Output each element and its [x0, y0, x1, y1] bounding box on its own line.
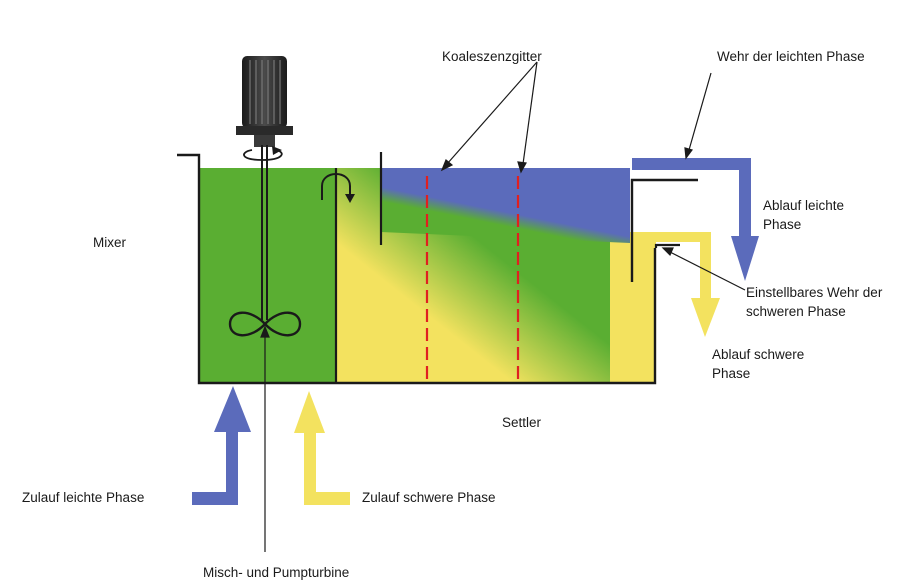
pointer-lines	[260, 61, 746, 552]
mixer-label: Mixer	[93, 235, 127, 250]
light-phase-outflow-label-line2: Phase	[763, 217, 801, 232]
turbine-impeller-icon	[228, 311, 302, 337]
heavy-phase-outflow-label-line1: Ablauf schwere	[712, 347, 804, 362]
light-phase-outflow-label-line1: Ablauf leichte	[763, 198, 844, 213]
light-phase-inflow-arrow	[192, 386, 251, 505]
heavy-phase-outflow-label-line2: Phase	[712, 366, 750, 381]
labels: Mixer Settler Koaleszenzgitter Wehr der …	[22, 49, 883, 580]
heavy-phase-outflow-arrow	[691, 232, 720, 337]
coalescence-grids	[425, 176, 520, 383]
light-phase-weir-label: Wehr der leichten Phase	[717, 49, 865, 64]
light-phase-inflow-label: Zulauf leichte Phase	[22, 490, 144, 505]
adjustable-weir-label-line2: schweren Phase	[746, 304, 846, 319]
coalescence-grid-label: Koaleszenzgitter	[442, 49, 542, 64]
heavy-phase-inflow-arrow	[294, 391, 350, 505]
turbine-label: Misch- und Pumpturbine	[203, 565, 349, 580]
liquids	[200, 168, 710, 383]
vessel-outline	[177, 152, 698, 385]
motor-icon	[236, 56, 293, 147]
circulation-arrow	[321, 173, 355, 203]
heavy-phase-channel	[656, 232, 710, 242]
mixer-wall	[177, 153, 657, 385]
heavy-phase-inflow-label: Zulauf schwere Phase	[362, 490, 496, 505]
adjustable-heavy-weir	[654, 243, 680, 248]
adjustable-weir-label-line1: Einstellbares Wehr der	[746, 285, 883, 300]
light-phase-layer	[380, 168, 630, 243]
settler-label: Settler	[502, 415, 542, 430]
turbine-shaft	[261, 145, 268, 320]
light-phase-weir	[630, 178, 698, 282]
light-phase-outflow-arrow	[632, 158, 759, 281]
